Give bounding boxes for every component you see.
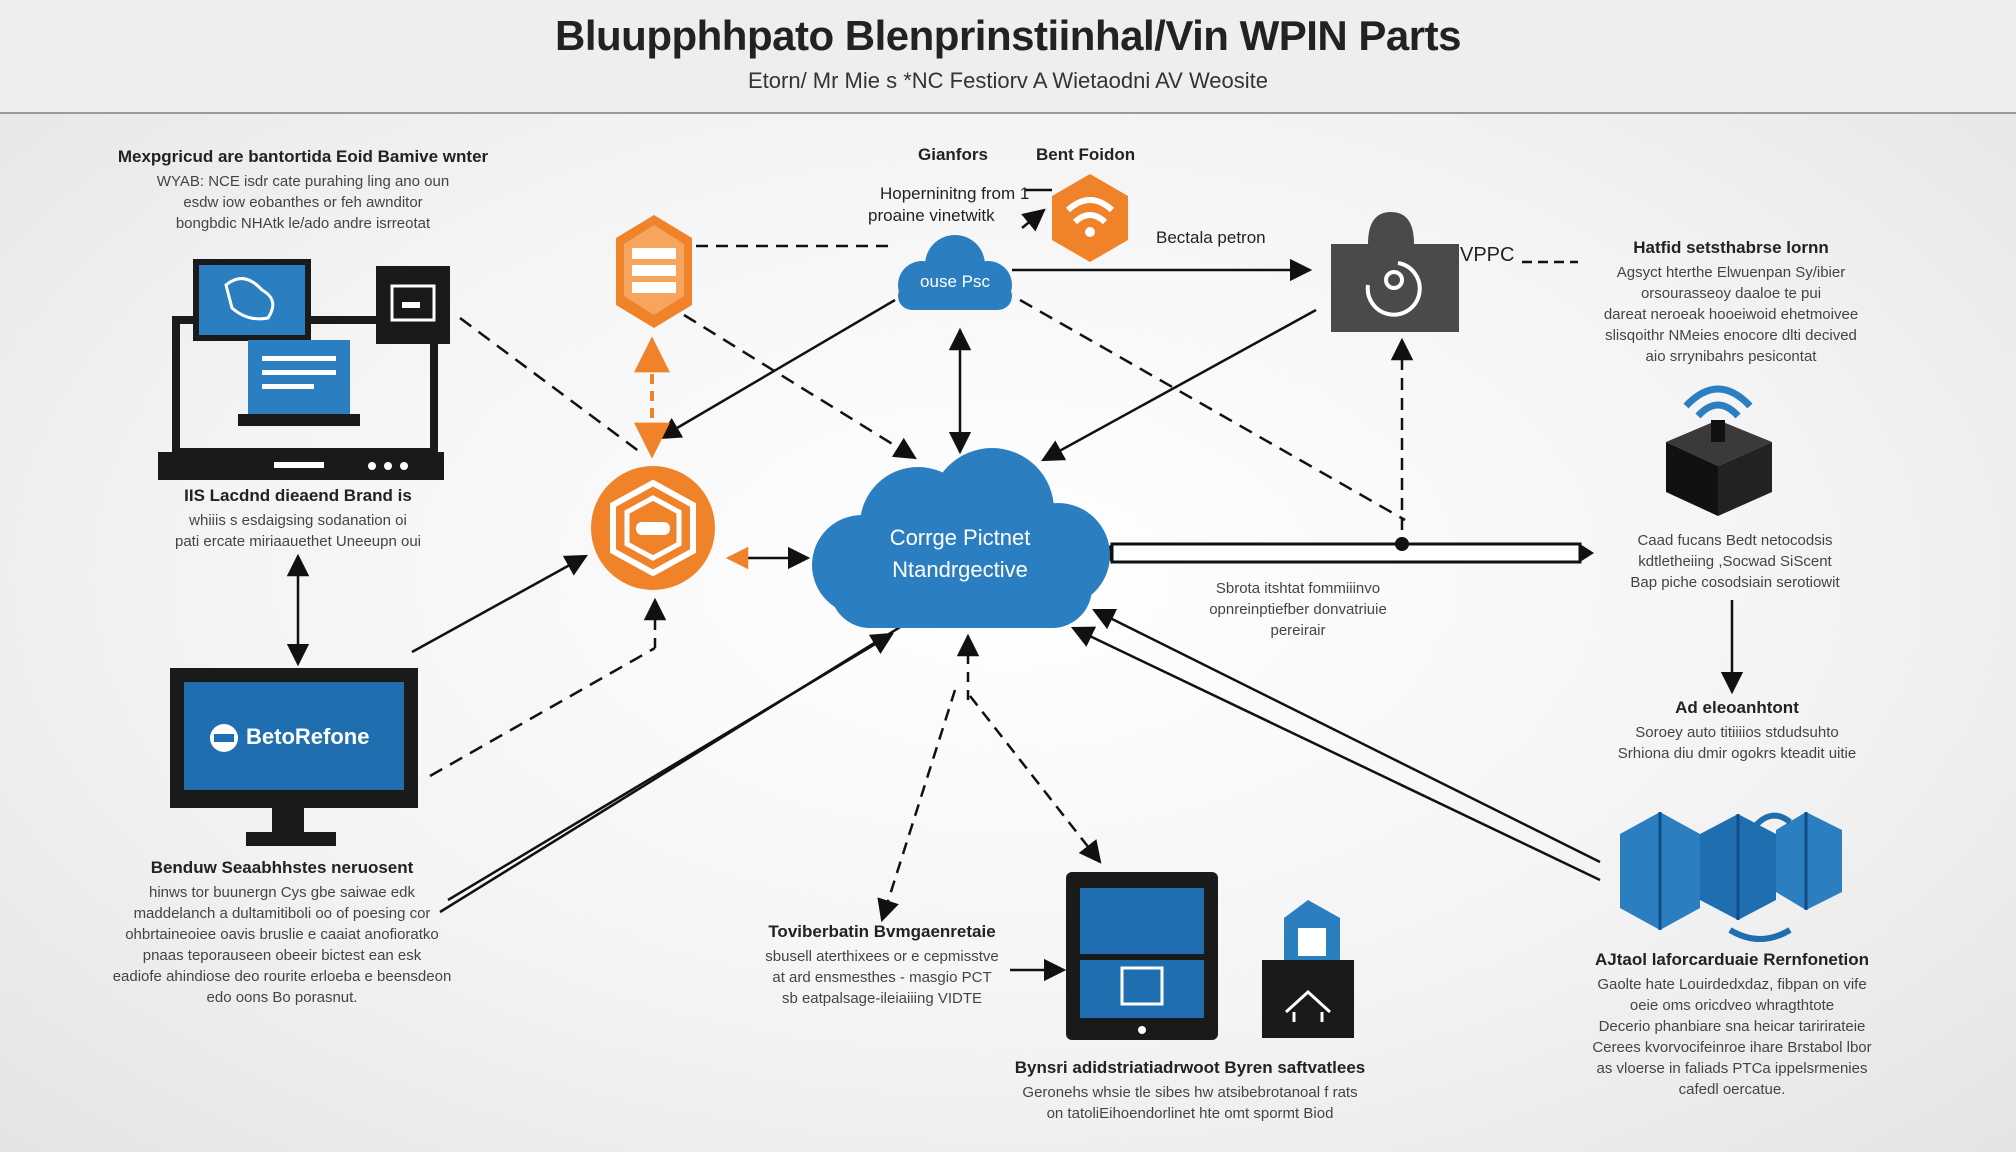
solid-arrow <box>658 298 896 440</box>
wifi-box-icon <box>1666 385 1772 516</box>
text-block-line: esdw iow eobanthes or feh awnditor <box>183 194 423 211</box>
text-block-line: eadiofe ahindiose deo rourite erloeba e … <box>112 968 452 985</box>
text-block-line: Caad fucans Bedt netocodsis <box>1637 532 1833 549</box>
text-block-line: cafedl oercatue. <box>1678 1081 1786 1098</box>
text-block-line: Decerio phanbiare sna heicar taririratei… <box>1598 1018 1866 1035</box>
desktop-monitor <box>170 668 418 846</box>
text-block-line: sb eatpalsage-ileiaiiing VIDTE <box>781 990 983 1007</box>
text-block-line: opnreinptiefber donvatriuie <box>1209 601 1387 618</box>
text-block-line: oeie oms oricdveo whragthtote <box>1629 997 1835 1014</box>
text-block-line: Agsyct hterthe Elwuenpan Sy/ibier <box>1616 264 1846 281</box>
page-subtitle: Etorn/ Mr Mie s *NC Festiorv A Wietaodni… <box>747 68 1269 93</box>
text-block-line: whiiis s esdaigsing sodanation oi <box>189 512 407 529</box>
label-feed-line-1: Hoperninitng from 1 <box>880 184 1030 203</box>
text-block-line: as vloerse in faliads PTCa ippelsrmenies <box>1596 1060 1868 1077</box>
text-block-line: Bap piche cosodsiain serotiowit <box>1630 574 1840 591</box>
text-block-heading: IIS Lacdnd dieaend Brand is <box>184 486 412 505</box>
text-block-line: Srhiona diu dmir ogokrs kteadit uitie <box>1617 745 1857 762</box>
label-bent-foidon: Bent Foidon <box>1036 145 1136 164</box>
text-block-right-center: Ad eleoanhtont Soroey auto titiiiios std… <box>1592 698 1882 764</box>
vpn-cloud-icon <box>898 235 1012 310</box>
text-block-line: ohbrtaineoiee oavis bruslie e caaiat ano… <box>125 926 439 943</box>
text-block-heading: AJtaol laforcarduaie Rernfonetion <box>1595 950 1869 969</box>
text-block-line: orsourasseoy daaloe te pui <box>1640 285 1822 302</box>
small-cloud-label: ouse Psc <box>920 272 990 291</box>
dashed-link <box>1019 298 1406 522</box>
text-block-line: Cerees kvorvocifeinroe ihare Brstabol lb… <box>1592 1039 1872 1056</box>
text-block-line: aio srrynibahrs pesicontat <box>1645 348 1817 365</box>
text-block-heading: Ad eleoanhtont <box>1675 698 1799 717</box>
connector-lines <box>286 188 1744 982</box>
text-block-bottom-right: AJtaol laforcarduaie Rernfonetion Gaolte… <box>1562 950 1902 1100</box>
dashed-arrow <box>877 689 957 923</box>
dashed-link <box>459 316 641 454</box>
text-block-line: bongbdic NHAtk le/ado andre isrreotat <box>175 215 431 232</box>
modular-blocks-icon <box>1620 812 1842 942</box>
monitor-screen-label: BetoRefone <box>246 724 370 749</box>
solid-arrow <box>1091 608 1601 864</box>
text-block-line: pnaas teporauseen obeeir bictest ean esk <box>142 947 422 964</box>
core-network-cloud <box>812 448 1110 628</box>
text-block-line: WYAB: NCE isdr cate purahing ling ano ou… <box>156 173 450 190</box>
label-bectala-petron: Bectala petron <box>1156 228 1266 247</box>
tablet-device <box>1066 872 1218 1040</box>
text-block-heading: Bynsri adidstriatiadrwoot Byren saftvatl… <box>1014 1058 1366 1077</box>
solid-arrow <box>1041 308 1317 462</box>
text-block-line: sbusell aterthixees or e cepmisstve <box>765 948 999 965</box>
text-block-heading: Mexpgricud are bantortida Eoid Bamive wn… <box>117 147 489 166</box>
text-block-line: slisqoithr NMeies enocore dlti decived <box>1605 327 1857 344</box>
text-block-line: pati ercate miriaauethet Uneeupn oui <box>175 533 421 550</box>
text-block-line: Gaolte hate Louirdedxdaz, fibpan on vife <box>1597 976 1867 993</box>
text-block-line: dareat neroeak hooeiwoid ehetmoivee <box>1603 306 1859 323</box>
solid-arrow <box>1021 208 1046 232</box>
text-block-line: Sbrota itshtat fommiiinvo <box>1215 580 1381 597</box>
label-vppc: VPPC <box>1460 244 1515 266</box>
text-block-line: at ard ensmesthes - masgio PCT <box>772 969 992 986</box>
server-stack-icon <box>616 215 692 328</box>
text-block-line: Soroey auto titiiiios stdudsuhto <box>1635 724 1839 741</box>
text-block-line: edo oons Bo porasnut. <box>206 989 358 1006</box>
text-block-line: hinws tor buunergn Cys gbe saiwae edk <box>149 884 415 901</box>
text-block-top-left: Mexpgricud are bantortida Eoid Bamive wn… <box>105 147 501 234</box>
text-block-mid-right: Caad fucans Bedt netocodsis kdtletheiing… <box>1590 530 1880 593</box>
text-block-bottom-left: Benduw Seaabhhstes neruosent hinws tor b… <box>92 858 472 1008</box>
header-divider <box>0 112 2016 114</box>
text-block-line: kdtletheiing ,Socwad SiScent <box>1638 553 1832 570</box>
laptop-workstation <box>158 259 450 480</box>
text-block-middle: Sbrota itshtat fommiiinvo opnreinptiefbe… <box>1188 578 1408 641</box>
dashed-arrow <box>969 695 1102 864</box>
text-block-line: maddelanch a dultamitiboli oo of poesing… <box>133 905 431 922</box>
wifi-shield-icon <box>1052 174 1128 262</box>
header-band <box>0 0 2016 112</box>
transport-pipe <box>1098 537 1594 564</box>
core-network-label-line2: Ntandrgective <box>892 557 1028 582</box>
page-title: Bluupphhpato Blenprinstiinhal/Vin WPIN P… <box>555 12 1461 59</box>
text-block-heading: Hatfid setsthabrse lornn <box>1633 238 1829 257</box>
text-block-heading: Benduw Seaabhhstes neruosent <box>150 858 414 877</box>
text-block-bottom-mid: Bynsri adidstriatiadrwoot Byren saftvatl… <box>980 1058 1400 1124</box>
dashed-link <box>429 646 656 778</box>
text-block-line: pereirair <box>1270 622 1326 639</box>
text-block-mid-left: IIS Lacdnd dieaend Brand is whiiis s esd… <box>118 486 478 552</box>
label-feed-line-2: proaine vinetwitk <box>868 206 995 225</box>
solid-arrow <box>1070 626 1601 882</box>
text-block-bottom-center: Toviberbatin Bvmgaenretaie sbusell atert… <box>732 922 1032 1009</box>
hexagon-shield-icon <box>591 466 715 590</box>
solid-arrow <box>411 554 588 654</box>
text-block-line: on tatoliEihoendorlinet hte omt spormt B… <box>1046 1105 1334 1122</box>
label-gianfors: Gianfors <box>918 145 988 164</box>
core-network-label-line1: Corrge Pictnet <box>889 525 1031 550</box>
solid-link <box>439 622 906 914</box>
router-hub-icon <box>1331 212 1459 332</box>
upload-building-icon <box>1262 900 1354 1038</box>
text-block-heading: Toviberbatin Bvmgaenretaie <box>768 922 996 941</box>
text-block-top-right: Hatfid setsthabrse lornn Agsyct hterthe … <box>1566 238 1896 367</box>
dashed-arrow <box>683 313 917 460</box>
text-block-line: Geronehs whsie tle sibes hw atsibebrotan… <box>1022 1084 1358 1101</box>
